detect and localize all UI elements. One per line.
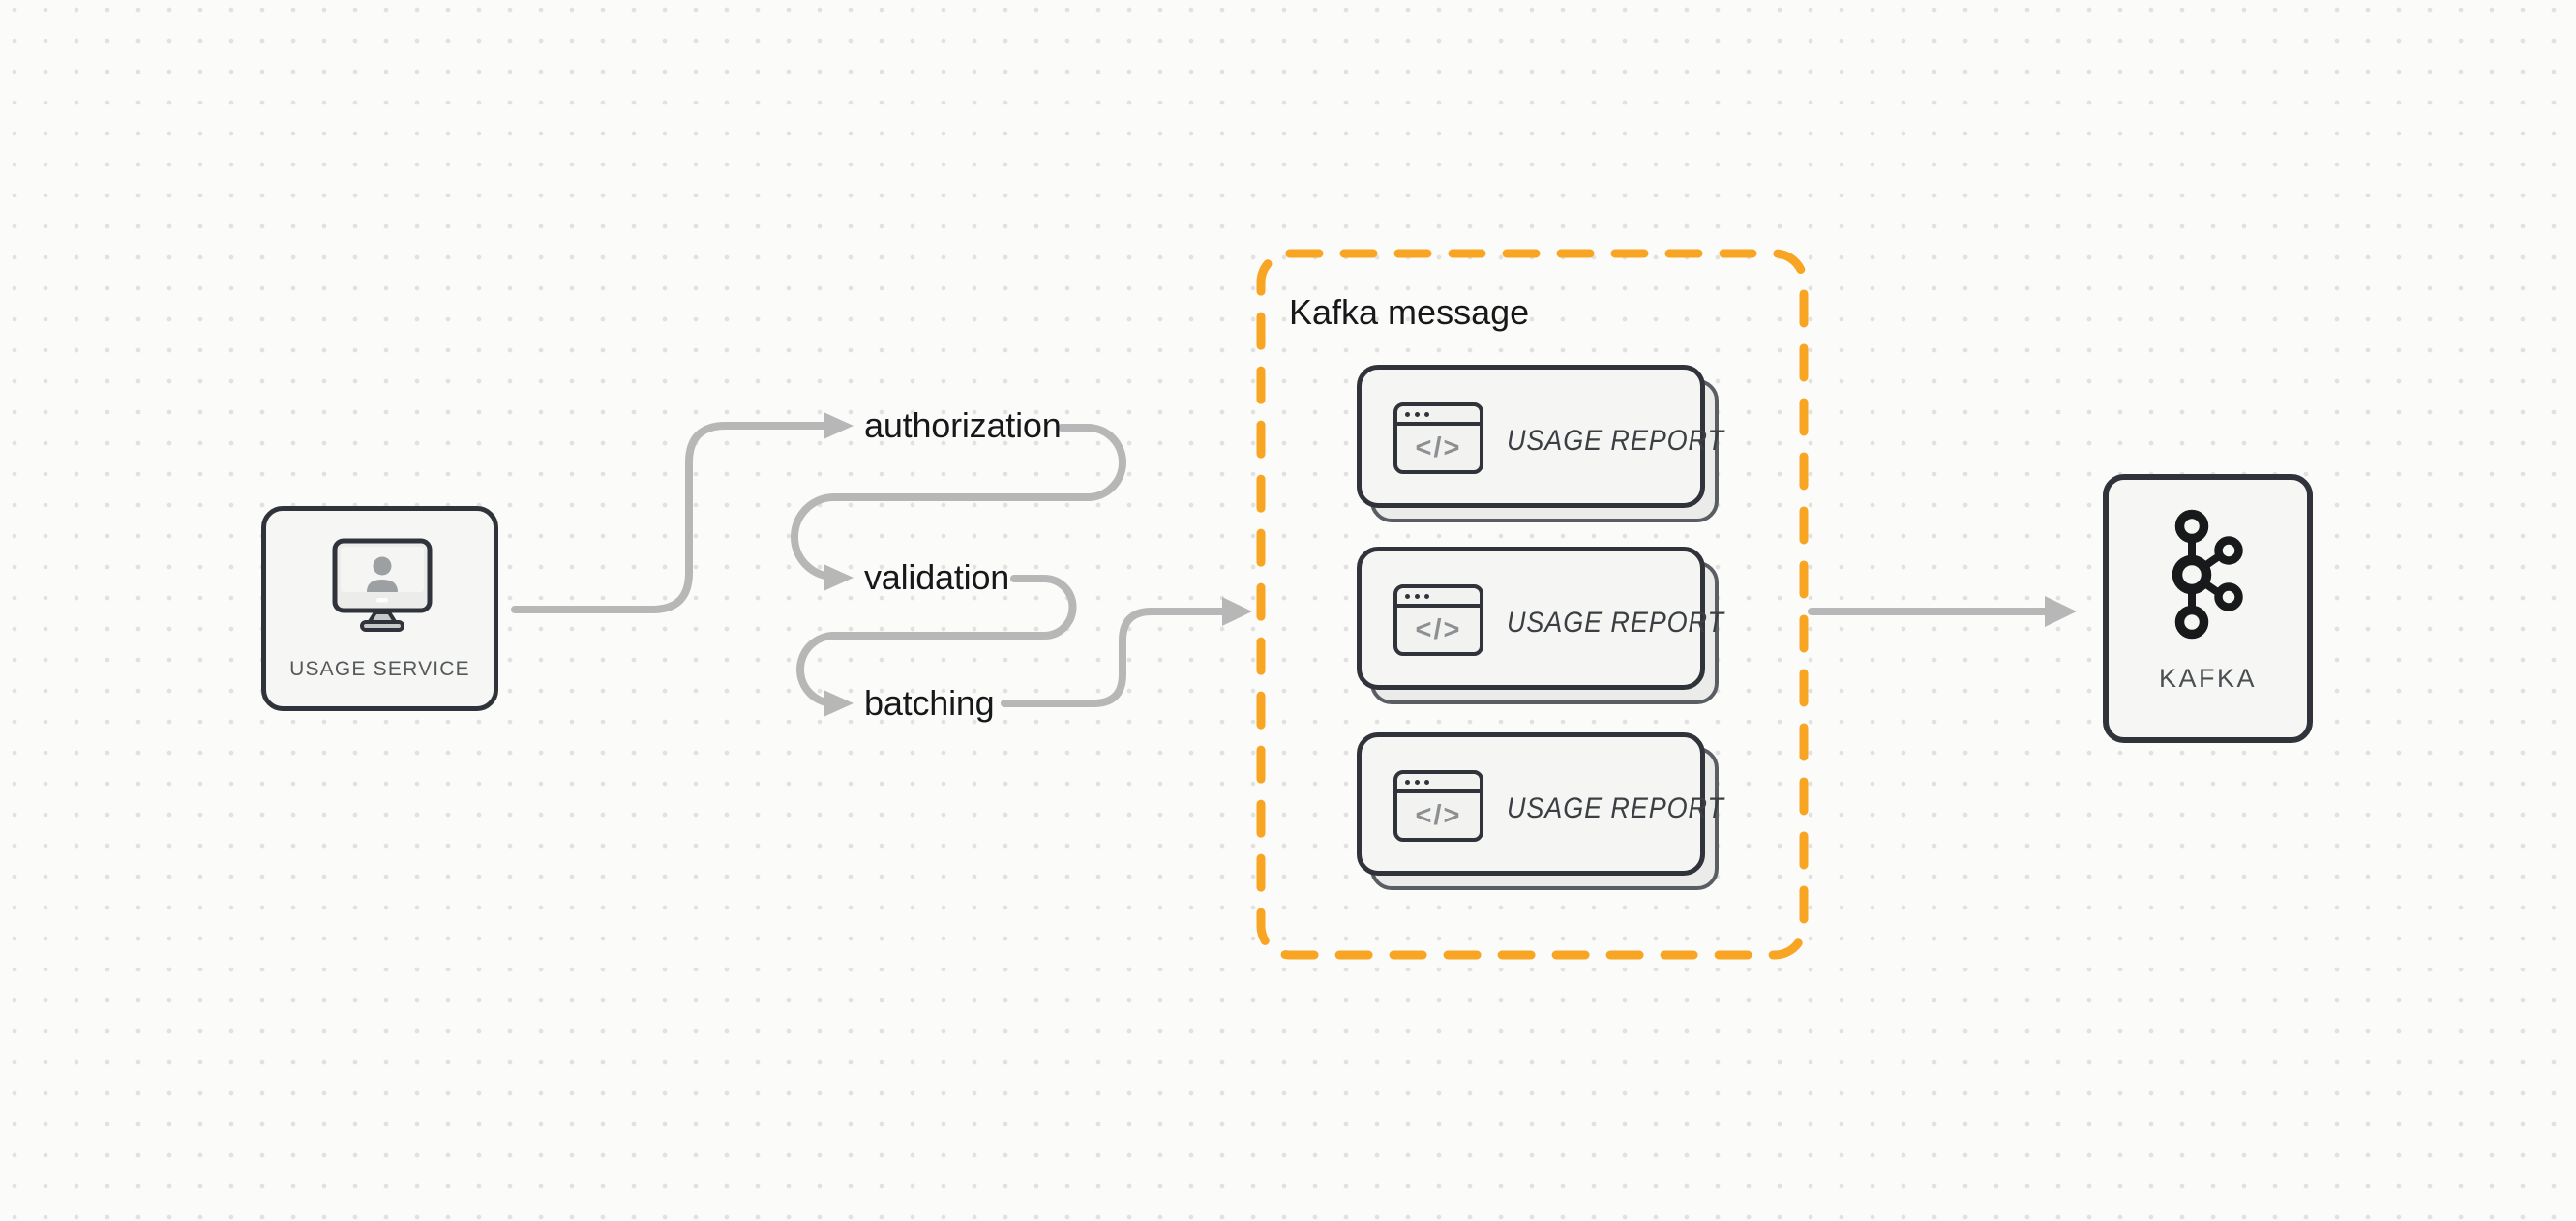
node-kafka: KAFKA xyxy=(2103,474,2313,743)
code-window-titlebar xyxy=(1397,774,1480,793)
arrowhead-kafka xyxy=(2045,596,2077,627)
window-dot xyxy=(1405,411,1410,417)
arrow-authorization-to-validation xyxy=(791,424,1126,581)
window-dot xyxy=(1424,593,1429,599)
monitor-user-icon xyxy=(332,538,433,632)
arrowhead-kafka-message xyxy=(1222,597,1252,626)
window-dot xyxy=(1424,411,1429,417)
code-window-titlebar xyxy=(1397,406,1480,426)
step-label-validation: validation xyxy=(864,557,1010,597)
kafka-label: KAFKA xyxy=(2158,664,2258,693)
usage-report-label: USAGE REPORT xyxy=(1507,607,1724,639)
arrowhead-batching xyxy=(824,690,854,717)
code-glyph: </> xyxy=(1415,432,1462,463)
step-label-authorization: authorization xyxy=(864,405,1062,445)
window-dot xyxy=(1415,593,1420,599)
window-dot xyxy=(1405,593,1410,599)
window-dot xyxy=(1424,779,1429,785)
card-face: </> USAGE REPORT xyxy=(1357,365,1723,508)
code-window-icon: </> xyxy=(1393,770,1483,842)
window-dot xyxy=(1405,779,1410,785)
kafka-message-group-title: Kafka message xyxy=(1289,292,1530,332)
arrow-batching-to-kafka-message xyxy=(1001,608,1229,707)
window-dot xyxy=(1415,779,1420,785)
card-face: </> USAGE REPORT xyxy=(1357,732,1723,876)
usage-report-label: USAGE REPORT xyxy=(1507,425,1724,457)
usage-report-card: </> USAGE REPORT xyxy=(1357,732,1723,890)
code-window-icon: </> xyxy=(1393,584,1483,656)
arrowhead-validation xyxy=(824,564,854,591)
window-dot xyxy=(1415,411,1420,417)
arrowhead-authorization xyxy=(824,412,854,439)
code-window-icon: </> xyxy=(1393,402,1483,474)
code-glyph: </> xyxy=(1415,613,1462,645)
usage-report-card: </> USAGE REPORT xyxy=(1357,547,1723,704)
code-window-titlebar xyxy=(1397,588,1480,608)
arrow-usage-service-to-authorization xyxy=(511,422,829,613)
node-usage-service: USAGE SERVICE xyxy=(261,506,498,711)
kafka-logo-icon xyxy=(2172,509,2243,640)
step-label-batching: batching xyxy=(864,683,995,723)
usage-report-label: USAGE REPORT xyxy=(1507,792,1724,824)
usage-service-label: USAGE SERVICE xyxy=(289,658,470,680)
card-face: </> USAGE REPORT xyxy=(1357,547,1723,690)
usage-report-card: </> USAGE REPORT xyxy=(1357,365,1723,522)
code-glyph: </> xyxy=(1415,799,1462,831)
